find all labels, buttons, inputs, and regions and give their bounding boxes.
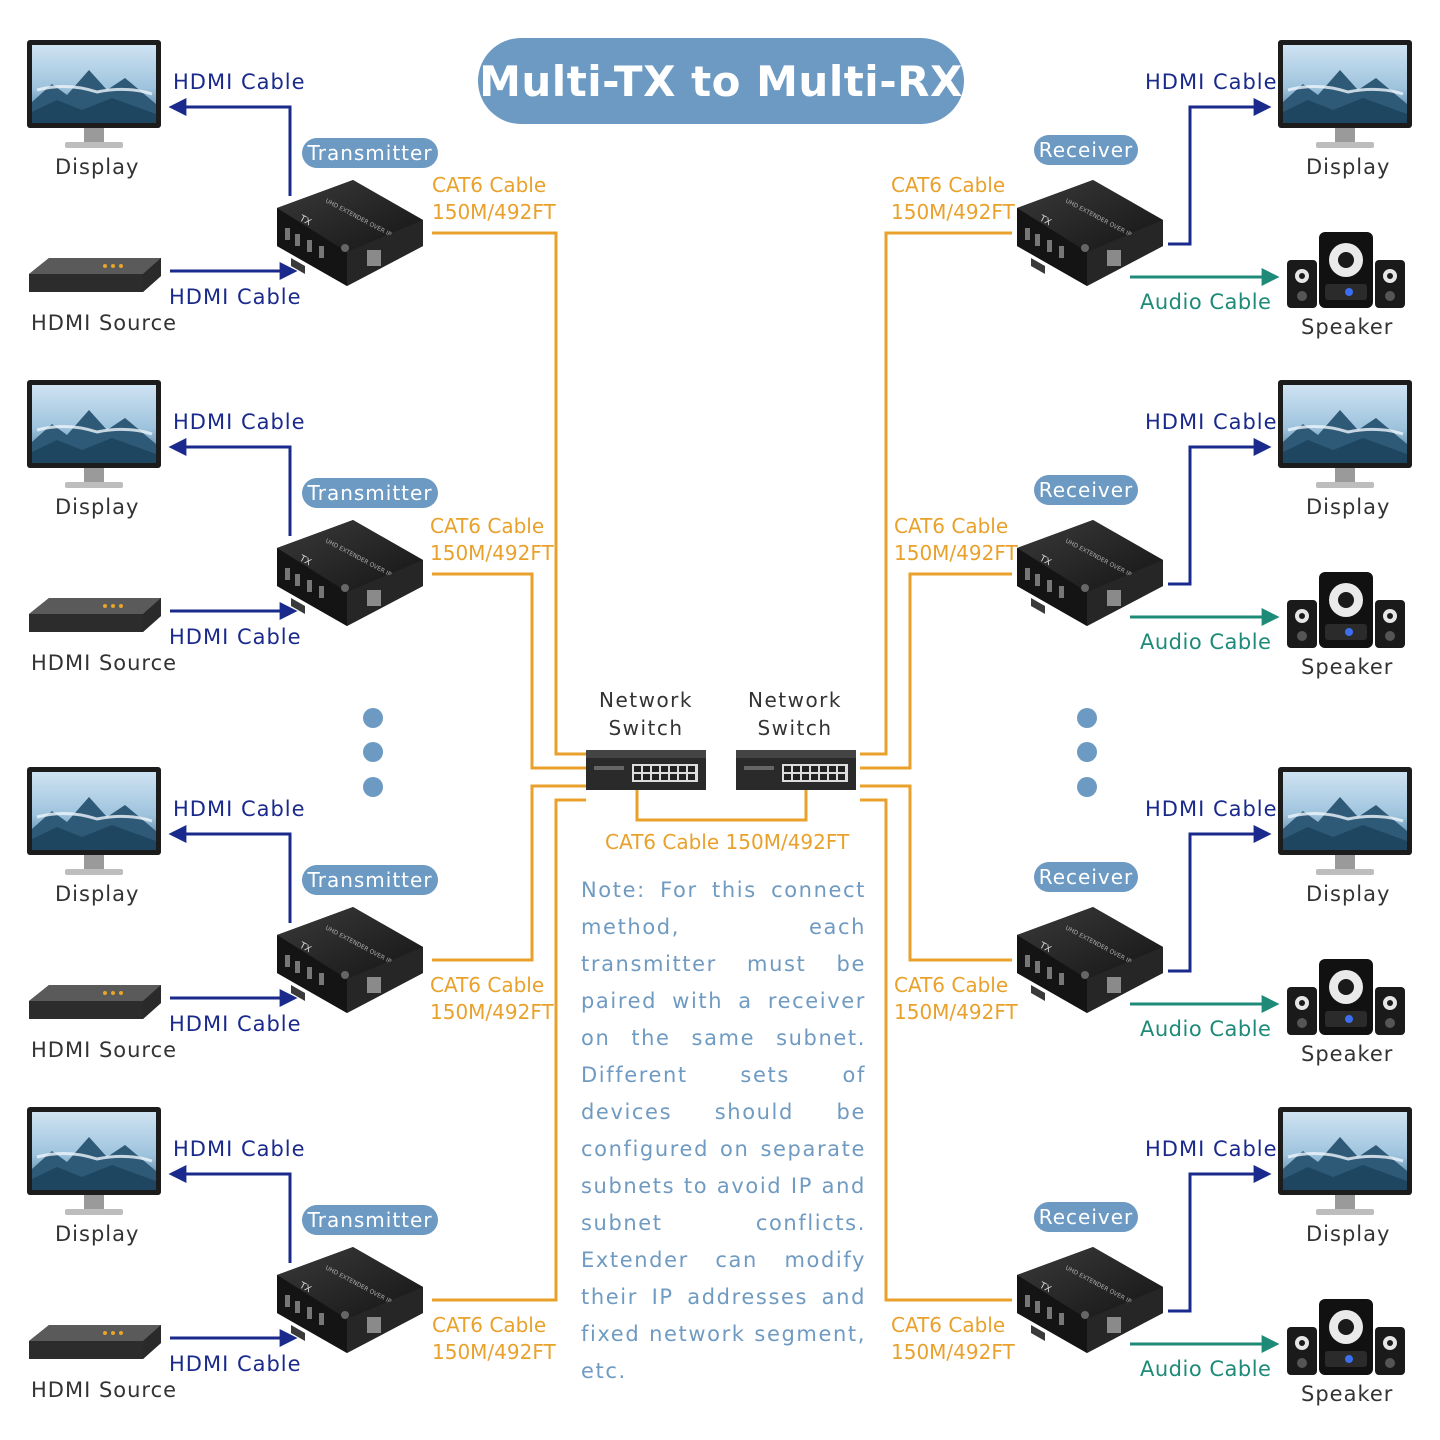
hdmi-source-label: HDMI Source [31,651,178,675]
transmitter-icon [277,907,423,1013]
hdmi-source-icon [29,598,161,632]
audio-cable-label: Audio Cable [1140,1017,1272,1041]
receiver-pill: Receiver [1034,475,1138,505]
hdmi-cable-label: HDMI Cable [1145,1137,1278,1161]
display-label: Display [55,1222,140,1246]
hdmi-line-display [168,1165,292,1263]
more-devices-dots-right [1077,708,1097,797]
hdmi-cable-label: HDMI Cable [169,285,302,309]
transmitter-icon [277,1247,423,1353]
display-icon [1276,38,1414,150]
hdmi-line-display [168,825,292,923]
hdmi-line-display [1168,825,1272,973]
display-label: Display [1306,1222,1391,1246]
speaker-icon [1287,232,1405,308]
speaker-icon [1287,959,1405,1035]
hdmi-source-icon [29,258,161,292]
display-label: Display [55,882,140,906]
receiver-icon [1017,907,1163,1013]
receiver-pill: Receiver [1034,1202,1138,1232]
rx-group [1017,1105,1414,1375]
hdmi-line-display [1168,438,1272,586]
network-switch-icon [586,750,706,790]
transmitter-icon [277,180,423,286]
hdmi-cable-label: HDMI Cable [1145,410,1278,434]
display-icon [1276,1105,1414,1217]
audio-cable-label: Audio Cable [1140,290,1272,314]
audio-cable-label: Audio Cable [1140,1357,1272,1381]
tx-group [25,38,423,292]
display-icon [25,765,163,877]
display-label: Display [1306,495,1391,519]
speaker-icon [1287,572,1405,648]
hdmi-line-display [1168,1165,1272,1313]
receiver-icon [1017,180,1163,286]
display-icon [25,38,163,150]
transmitter-pill: Transmitter [302,478,438,508]
network-switch-icon [736,750,856,790]
receiver-pill: Receiver [1034,135,1138,165]
display-icon [25,1105,163,1217]
display-icon [1276,378,1414,490]
rx-group [1017,378,1414,648]
transmitter-pill: Transmitter [302,865,438,895]
display-label: Display [55,495,140,519]
rx-group [1017,765,1414,1035]
hdmi-cable-label: HDMI Cable [1145,70,1278,94]
receiver-icon [1017,1247,1163,1353]
hdmi-cable-label: HDMI Cable [173,410,306,434]
tx-group [25,765,423,1019]
connection-note: Note: For this connect method, each tran… [581,878,866,1383]
receiver-icon [1017,520,1163,626]
audio-cable-label: Audio Cable [1140,630,1272,654]
hdmi-cable-label: HDMI Cable [169,1352,302,1376]
display-label: Display [1306,155,1391,179]
transmitter-pill: Transmitter [302,138,438,168]
hdmi-cable-label: HDMI Cable [173,1137,306,1161]
switch-link-cable-label: CAT6 Cable 150M/492FT [605,830,850,854]
hdmi-cable-label: HDMI Cable [169,1012,302,1036]
speaker-label: Speaker [1301,315,1394,339]
network-switch-label-right: Network Switch [747,688,842,740]
hdmi-source-label: HDMI Source [31,1038,178,1062]
display-label: Display [55,155,140,179]
hdmi-cable-label: HDMI Cable [173,70,306,94]
network-switch-label-left: Network Switch [598,688,693,740]
more-devices-dots-left [363,708,383,797]
hdmi-cable-label: HDMI Cable [173,797,306,821]
tx-group [25,1105,423,1359]
hdmi-line-display [1168,98,1272,246]
speaker-icon [1287,1299,1405,1375]
page-title: Multi-TX to Multi-RX [478,38,964,124]
hdmi-source-icon [29,1325,161,1359]
transmitter-pill: Transmitter [302,1205,438,1235]
hdmi-line-display [168,98,292,196]
cat6-lines [432,231,1012,1302]
hdmi-cable-label: HDMI Cable [1145,797,1278,821]
display-icon [25,378,163,490]
hdmi-line-display [168,438,292,536]
display-icon [1276,765,1414,877]
speaker-label: Speaker [1301,655,1394,679]
tx-group [25,378,423,632]
speaker-label: Speaker [1301,1382,1394,1406]
receiver-pill: Receiver [1034,862,1138,892]
hdmi-source-label: HDMI Source [31,311,178,335]
hdmi-source-label: HDMI Source [31,1378,178,1402]
speaker-label: Speaker [1301,1042,1394,1066]
display-label: Display [1306,882,1391,906]
rx-group [1017,38,1414,308]
transmitter-icon [277,520,423,626]
hdmi-cable-label: HDMI Cable [169,625,302,649]
hdmi-source-icon [29,985,161,1019]
